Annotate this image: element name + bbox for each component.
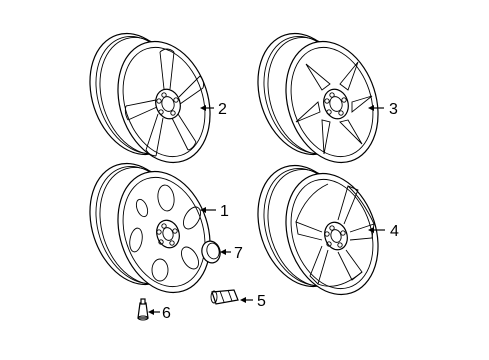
callout-4: 4 [390, 223, 399, 240]
callout-6: 6 [162, 305, 171, 322]
alloy-wheel-six-spoke-icon [257, 32, 379, 164]
center-cap-icon [201, 240, 221, 264]
callout-3: 3 [389, 101, 398, 118]
arrowhead [240, 297, 246, 303]
callout-7: 7 [234, 245, 243, 262]
alloy-wheel-five-spoke-icon [257, 164, 379, 296]
callout-2: 2 [218, 101, 227, 118]
lug-nut-icon [210, 289, 239, 305]
arrowhead [368, 105, 374, 111]
arrowhead [148, 309, 154, 315]
arrowhead [220, 249, 226, 255]
callout-1: 1 [220, 203, 229, 220]
callout-5: 5 [257, 293, 266, 310]
alloy-wheel-oval-window-icon [89, 162, 211, 294]
arrowhead [200, 105, 206, 111]
arrowhead [368, 227, 374, 233]
valve-stem-icon [137, 298, 149, 321]
alloy-wheel-split-spoke-icon [89, 32, 211, 164]
arrowhead [200, 207, 206, 213]
